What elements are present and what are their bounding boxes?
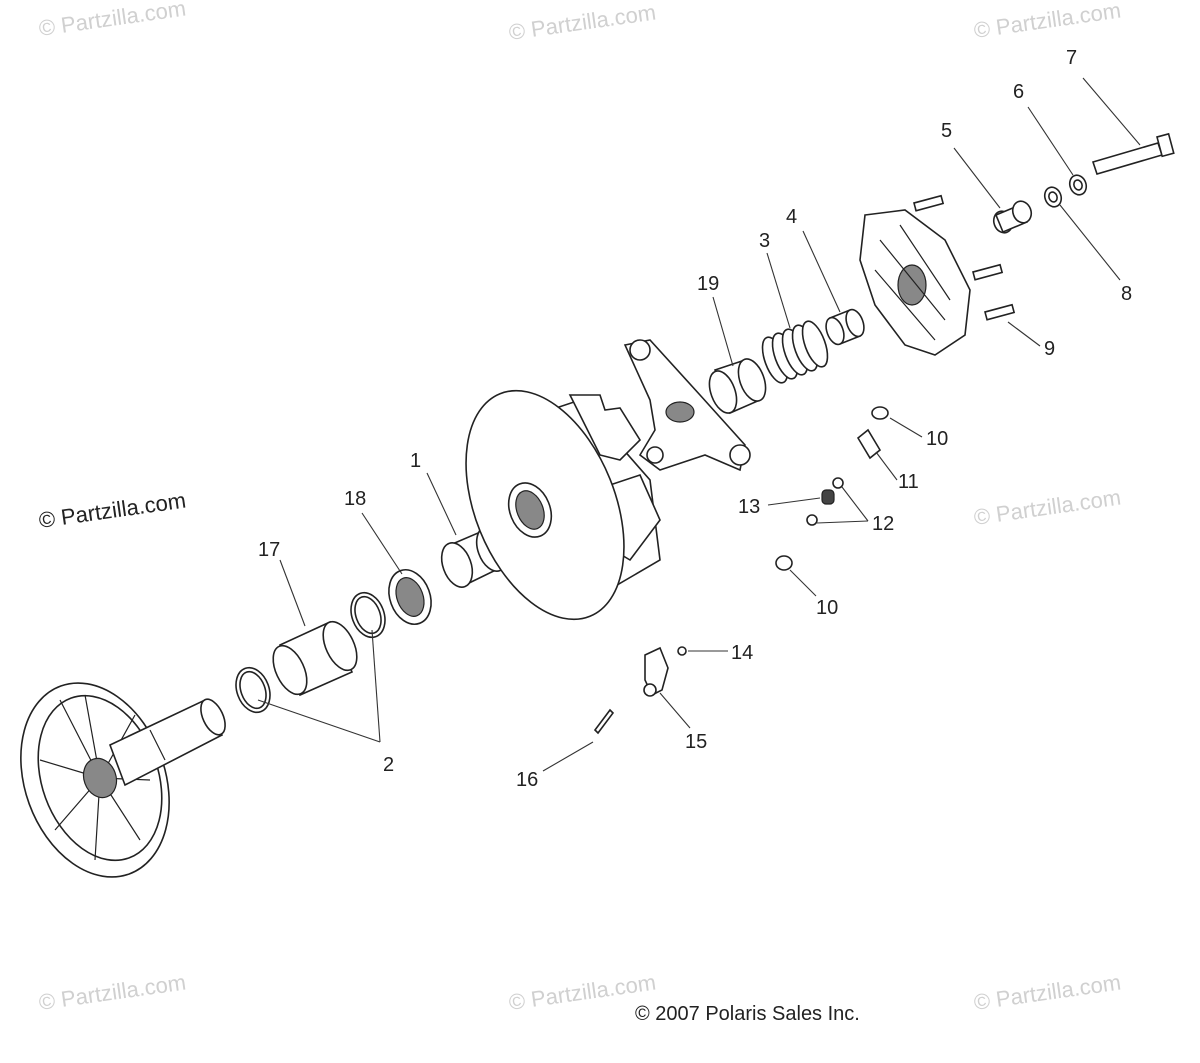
callout-8: 8 bbox=[1121, 283, 1132, 305]
callout-3: 3 bbox=[759, 230, 770, 252]
watermark: © Partzilla.com bbox=[507, 0, 657, 45]
callout-4: 4 bbox=[786, 206, 797, 228]
callout-17: 17 bbox=[258, 539, 280, 561]
part-18-seal bbox=[388, 569, 432, 625]
callout-14: 14 bbox=[731, 642, 753, 664]
callout-12: 12 bbox=[872, 513, 894, 535]
callout-7: 7 bbox=[1066, 47, 1077, 69]
callout-9: 9 bbox=[1044, 338, 1055, 360]
callout-10-lower: 10 bbox=[816, 597, 838, 619]
watermark-main: © Partzilla.com bbox=[37, 488, 187, 533]
callout-19: 19 bbox=[697, 273, 719, 295]
callout-16: 16 bbox=[516, 769, 538, 791]
callout-1: 1 bbox=[410, 450, 421, 472]
watermark: © Partzilla.com bbox=[37, 0, 187, 41]
part-17-bushing bbox=[272, 620, 358, 697]
watermark: © Partzilla.com bbox=[37, 970, 187, 1015]
cover-plate bbox=[859, 209, 971, 356]
watermark: © Partzilla.com bbox=[972, 0, 1122, 43]
bolts-and-washers bbox=[913, 132, 1175, 321]
part-2-rings bbox=[235, 591, 386, 714]
callout-6: 6 bbox=[1013, 81, 1024, 103]
fixed-sheave-fan bbox=[20, 682, 226, 878]
leader-lines bbox=[257, 77, 1141, 772]
part-4-bushing bbox=[825, 308, 865, 346]
callout-5: 5 bbox=[941, 120, 952, 142]
callout-13: 13 bbox=[738, 496, 760, 518]
part-19-bushing bbox=[708, 358, 767, 415]
spider bbox=[623, 339, 751, 472]
copyright-text: © 2007 Polaris Sales Inc. bbox=[635, 1003, 860, 1025]
watermark: © Partzilla.com bbox=[972, 485, 1122, 530]
callouts: 1 2 3 4 5 6 7 8 9 10 10 11 12 13 14 15 1… bbox=[258, 47, 1132, 791]
moveable-sheave bbox=[465, 389, 661, 621]
small-parts bbox=[593, 406, 889, 735]
callout-10-upper: 10 bbox=[926, 428, 948, 450]
part-3-spring bbox=[761, 320, 829, 384]
callout-15: 15 bbox=[685, 731, 707, 753]
watermark: © Partzilla.com bbox=[972, 970, 1122, 1015]
callout-11: 11 bbox=[898, 471, 919, 493]
callout-18: 18 bbox=[344, 488, 366, 510]
callout-2: 2 bbox=[383, 754, 394, 776]
